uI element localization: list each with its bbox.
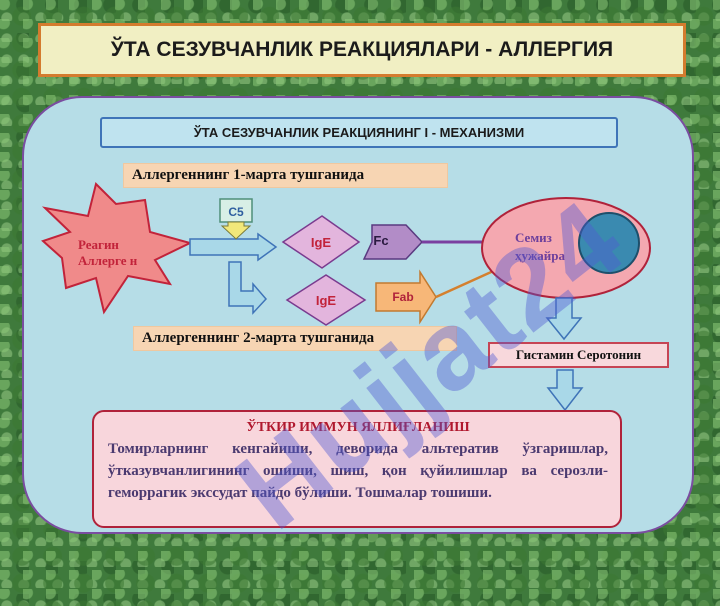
allergen-label: Реагин Аллерге н xyxy=(78,237,138,268)
mechanism-diagram: С5 IgE IgE Fc Fab xyxy=(41,182,651,412)
c5-label: С5 xyxy=(228,205,244,219)
ige-bottom-label: IgE xyxy=(316,293,337,308)
outcome-body: Томирларнинг кенгайиши, деворида альтера… xyxy=(108,441,608,501)
outcome-title: ЎТКИР ИММУН ЯЛЛИҒЛАНИШ xyxy=(246,420,470,435)
fab-cell-connector xyxy=(435,266,501,299)
outcome-box: ЎТКИР ИММУН ЯЛЛИҒЛАНИШ Томирларнинг кенг… xyxy=(92,410,622,528)
cell-nucleus xyxy=(578,212,640,274)
arrow-to-outcome xyxy=(546,369,584,412)
fab-label: Fab xyxy=(392,290,413,304)
first-exposure-label: Аллергеннинг 1-марта тушганида xyxy=(123,163,448,188)
bent-arrow xyxy=(228,261,268,315)
c5-callout-arrow xyxy=(220,221,252,240)
ige-bottom-diamond xyxy=(285,274,367,326)
mechanism-header: ЎТА СЕЗУВЧАНЛИК РЕАКЦИЯНИНГ I - МЕХАНИЗМ… xyxy=(100,117,618,148)
arrow-to-ige xyxy=(189,232,278,262)
ige-top-diamond xyxy=(281,215,361,269)
mast-cell-label: Семиз ҳужайра xyxy=(515,230,565,263)
fab-arrow xyxy=(375,269,437,325)
allergen-star xyxy=(41,182,193,315)
arrow-to-mediators xyxy=(545,297,583,341)
mediators-box: Гистамин Серотонин xyxy=(488,342,669,368)
ige-top-label: IgE xyxy=(311,235,332,250)
slide-title: ЎТА СЕЗУВЧАНЛИК РЕАКЦИЯЛАРИ - АЛЛЕРГИЯ xyxy=(38,23,686,77)
fc-hexagon xyxy=(362,224,424,260)
second-exposure-label: Аллергеннинг 2-марта тушганида xyxy=(133,326,457,351)
fc-label: Fc xyxy=(373,233,388,248)
